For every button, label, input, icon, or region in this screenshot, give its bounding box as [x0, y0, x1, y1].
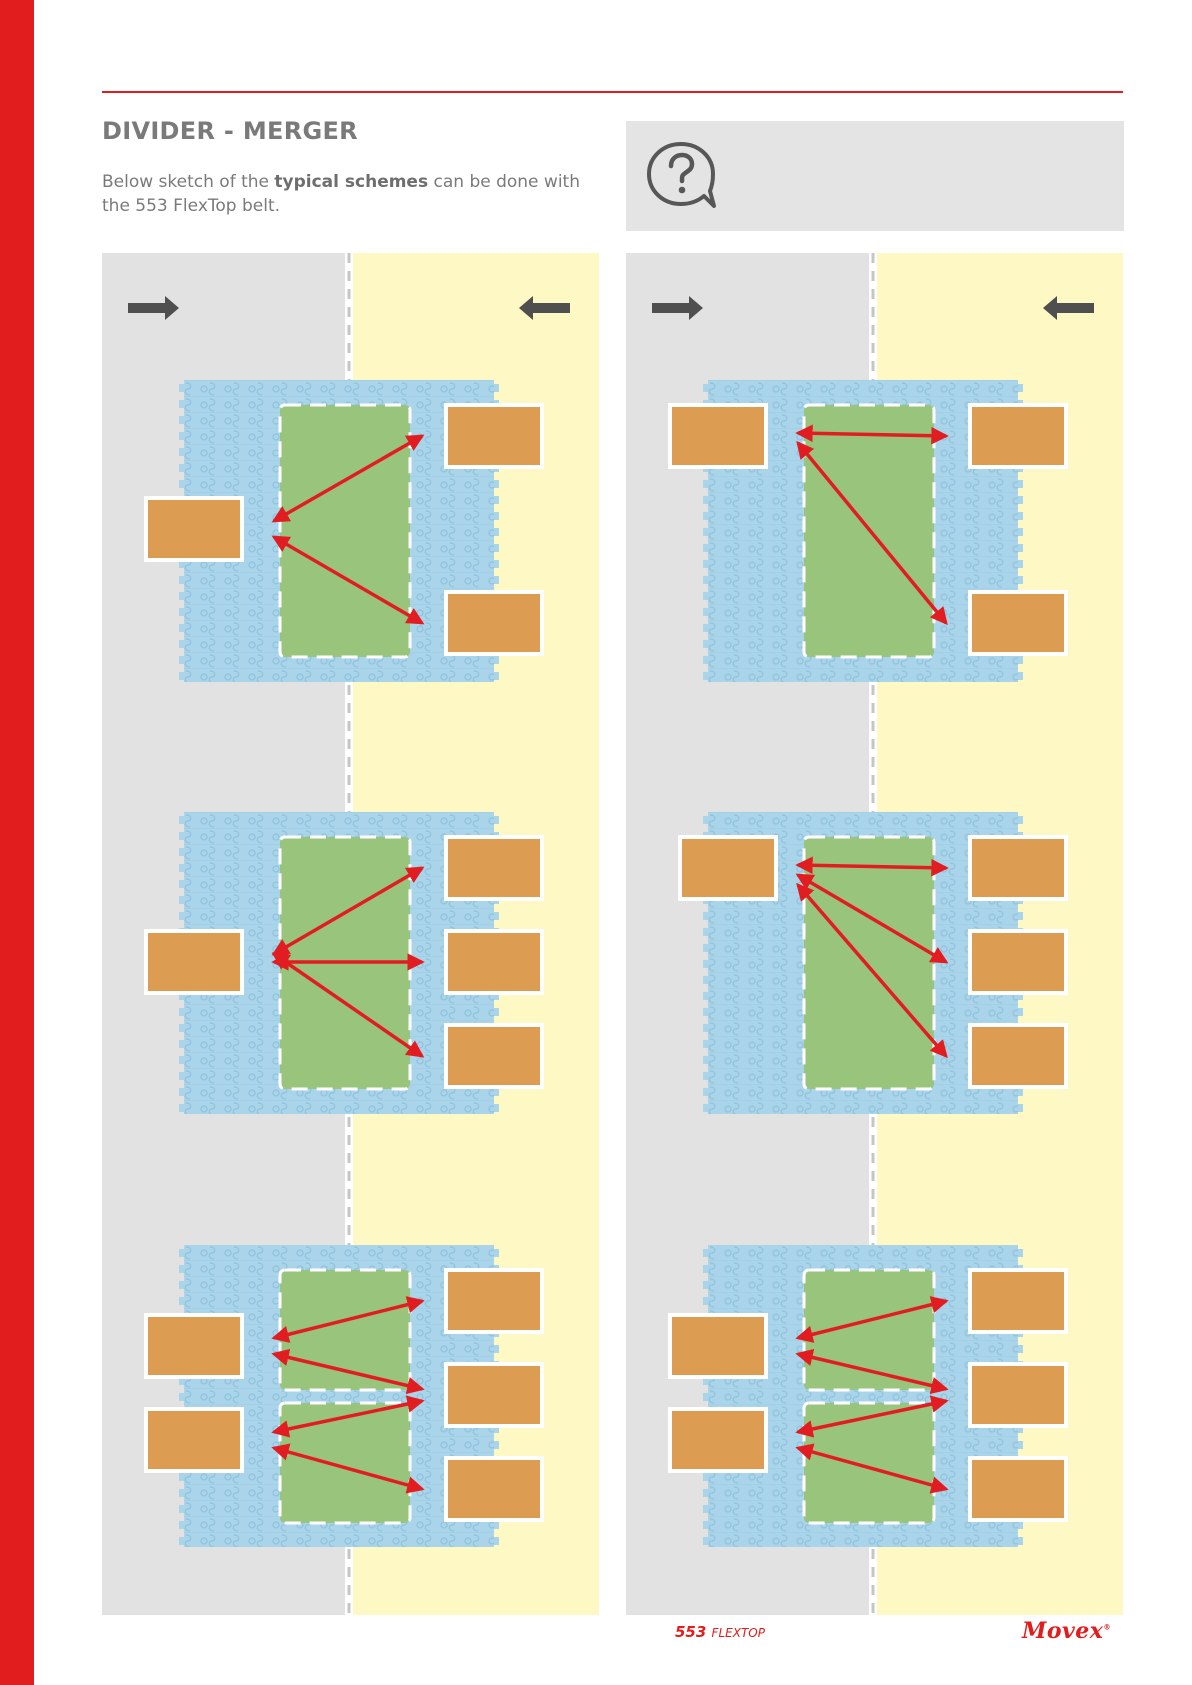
station-out-2	[446, 592, 542, 654]
station-out-3	[446, 1458, 542, 1520]
station-out-2	[970, 1364, 1066, 1426]
scheme-right-2	[680, 812, 1066, 1114]
station-out-3	[970, 1458, 1066, 1520]
station-in-1	[146, 498, 242, 560]
help-box	[626, 121, 1124, 231]
page-title: DIVIDER - MERGER	[102, 117, 358, 145]
brand-mark: ®	[1103, 1623, 1111, 1632]
product-number: 553	[675, 1623, 706, 1641]
transfer-zone-1	[804, 837, 934, 1089]
station-out-1	[970, 1270, 1066, 1332]
station-in-1	[670, 1315, 766, 1377]
station-out-2	[970, 592, 1066, 654]
station-out-1	[970, 837, 1066, 899]
station-out-1	[446, 1270, 542, 1332]
station-out-1	[446, 837, 542, 899]
scheme-panel-right	[626, 253, 1123, 1615]
product-label: 553 FLEXTOP	[675, 1623, 765, 1641]
station-out-3	[970, 1025, 1066, 1087]
station-in-1	[680, 837, 776, 899]
product-name: FLEXTOP	[712, 1626, 765, 1640]
station-out-2	[446, 931, 542, 993]
station-out-2	[446, 1364, 542, 1426]
station-out-1	[446, 405, 542, 467]
scheme-left-3	[146, 1245, 542, 1547]
station-in-1	[146, 1315, 242, 1377]
brand-logo: Movex®	[1022, 1618, 1111, 1644]
transfer-zone-2	[804, 1403, 934, 1523]
transfer-zone-2	[280, 1403, 410, 1523]
scheme-panel-left	[102, 253, 599, 1615]
scheme-canvas	[102, 253, 599, 1615]
transfer-zone-1	[280, 405, 410, 657]
side-accent-bar	[0, 0, 34, 1685]
station-out-2	[970, 931, 1066, 993]
scheme-left-1	[146, 380, 542, 682]
station-in-1	[146, 931, 242, 993]
intro-text: Below sketch of the typical schemes can …	[102, 170, 612, 218]
scheme-left-2	[146, 812, 542, 1114]
scheme-right-1	[670, 380, 1066, 682]
station-out-1	[970, 405, 1066, 467]
question-bubble-icon	[644, 139, 718, 213]
header-rule	[102, 91, 1123, 93]
station-in-2	[670, 1409, 766, 1471]
station-in-2	[146, 1409, 242, 1471]
scheme-right-3	[670, 1245, 1066, 1547]
intro-text-emphasis: typical schemes	[274, 172, 428, 192]
station-out-3	[446, 1025, 542, 1087]
scheme-canvas	[626, 253, 1123, 1615]
brand-name: Movex	[1022, 1618, 1103, 1644]
station-in-1	[670, 405, 766, 467]
intro-text-start: Below sketch of the	[102, 172, 274, 192]
